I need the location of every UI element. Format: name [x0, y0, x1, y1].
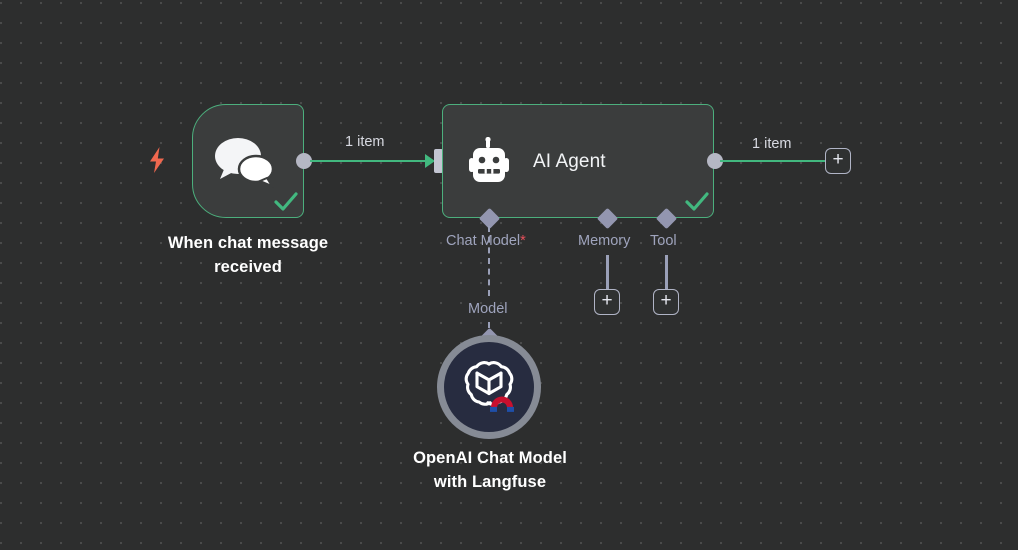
chat-model-connector-line	[488, 226, 490, 296]
node-openai-chat-model-with-langfuse[interactable]	[437, 335, 541, 439]
langfuse-magnet-icon	[487, 389, 517, 418]
robot-icon	[461, 136, 517, 189]
edge-arrow-icon	[425, 154, 435, 168]
lightning-bolt-icon	[146, 146, 168, 174]
trigger-node-label-text: When chat message received	[167, 234, 329, 276]
edge-trigger-to-agent[interactable]	[310, 159, 428, 162]
trigger-output-port[interactable]	[296, 153, 312, 169]
port-label-text: Chat Model	[446, 233, 521, 249]
edge-agent-to-add[interactable]	[720, 159, 826, 162]
agent-output-port[interactable]	[707, 153, 723, 169]
chat-model-label-line1: OpenAI Chat Model	[413, 449, 567, 467]
chat-bubbles-icon	[213, 133, 279, 189]
agent-input-port[interactable]	[434, 149, 443, 173]
agent-status-check-icon	[684, 191, 710, 213]
chat-model-node-label: OpenAI Chat Model with Langfuse	[370, 447, 610, 495]
edge-label-agent-to-next: 1 item	[752, 136, 792, 152]
agent-port-memory-label: Memory	[578, 233, 631, 249]
chat-model-connector-label: Model	[468, 301, 508, 317]
required-marker-icon: *	[520, 233, 526, 249]
agent-port-tool-label: Tool	[650, 233, 677, 249]
add-tool-button[interactable]: +	[653, 289, 679, 315]
tool-connector-line	[665, 255, 668, 291]
agent-node-title: AI Agent	[533, 151, 606, 172]
add-node-after-agent-button[interactable]: +	[825, 148, 851, 174]
memory-connector-line	[606, 255, 609, 291]
trigger-status-check-icon	[273, 191, 299, 213]
agent-port-chat-model-label: Chat Model*	[446, 233, 526, 249]
add-memory-button[interactable]: +	[594, 289, 620, 315]
edge-label-trigger-to-agent: 1 item	[345, 134, 385, 150]
chat-model-label-line2: with Langfuse	[433, 472, 547, 491]
trigger-node-label: When chat message received	[150, 232, 346, 280]
